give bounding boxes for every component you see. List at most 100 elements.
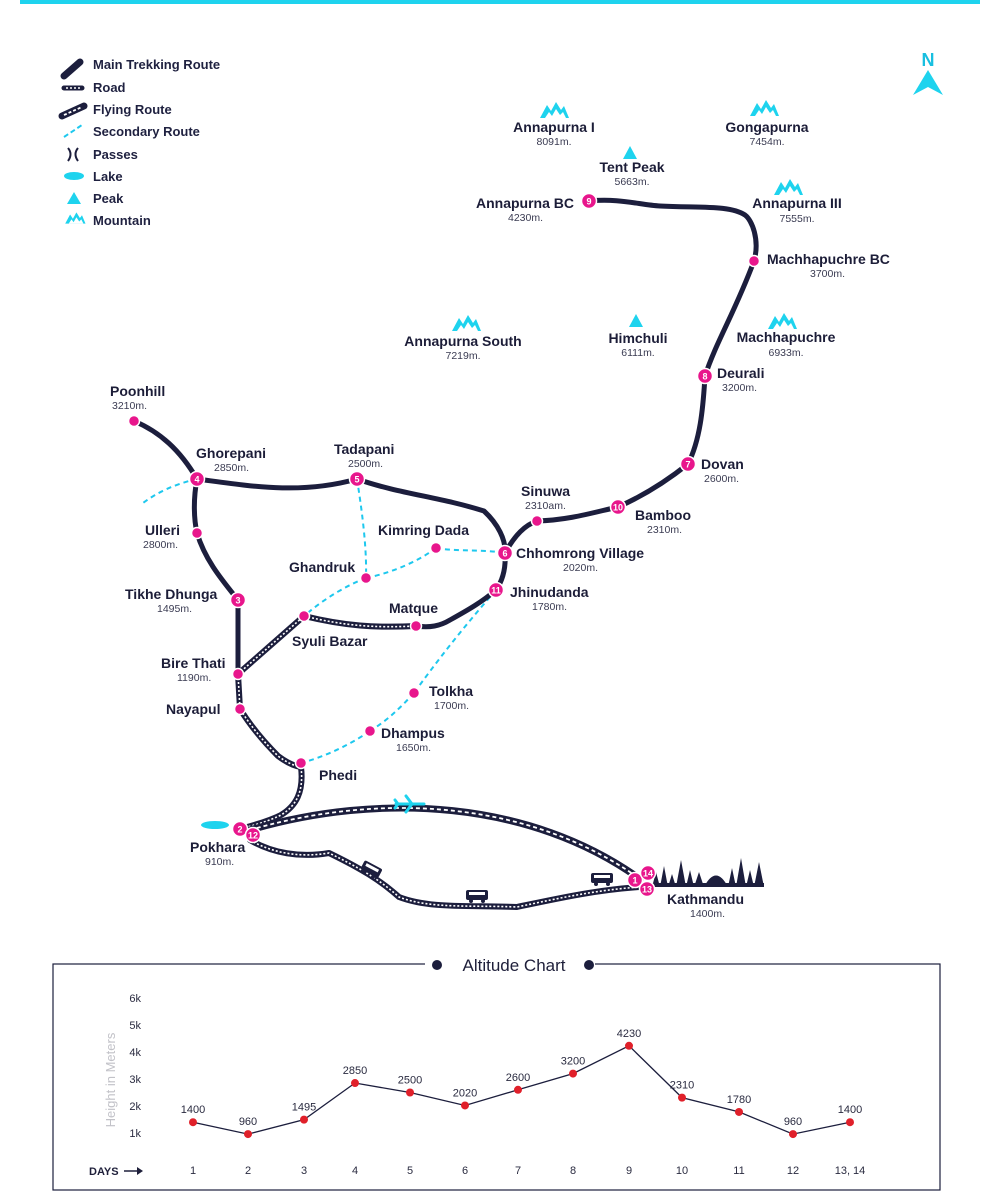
mountain-icon <box>750 100 779 116</box>
place-altitude: 1700m. <box>434 700 469 712</box>
altitude-data-label: 1400 <box>838 1104 862 1116</box>
mountain-icon <box>452 315 481 331</box>
stop-nayapul <box>233 702 247 716</box>
legend-item-mountain: Mountain <box>65 212 151 228</box>
place-label-nayapul: Nayapul <box>166 701 220 717</box>
altitude-point <box>406 1088 414 1097</box>
day-number: 14 <box>643 869 653 879</box>
place-altitude: 2310m. <box>647 524 682 536</box>
place-label-ulleri: Ulleri <box>145 522 180 538</box>
day-marker-jhinudanda: 11 <box>487 581 505 599</box>
dot-icon <box>584 960 594 970</box>
day-number: 7 <box>685 460 690 470</box>
place-label-bire-thati: Bire Thati <box>161 655 226 671</box>
altitude-point <box>789 1130 797 1139</box>
place-label-dhampus: Dhampus <box>381 725 445 741</box>
legend-item-secondary-route: Secondary Route <box>63 124 200 139</box>
mountain-icon <box>774 179 803 195</box>
y-tick-label: 4k <box>129 1047 141 1059</box>
stop-kimring-dada <box>429 541 443 555</box>
day-number: 8 <box>702 372 707 382</box>
y-tick-label: 2k <box>129 1101 141 1113</box>
top-accent-bar <box>20 0 980 4</box>
stop-matque <box>409 619 423 633</box>
chart-frame <box>52 963 941 1191</box>
place-label-dovan: Dovan <box>701 456 744 472</box>
mountain-annapurna-south: Annapurna South 7219m. <box>404 315 522 362</box>
altitude-data-label: 1495 <box>292 1102 316 1114</box>
stop-sinuwa <box>530 514 544 528</box>
legend-item-road: Road <box>61 80 126 95</box>
mountain-altitude: 8091m. <box>536 136 571 148</box>
altitude-point <box>678 1093 686 1102</box>
day-marker-ghorepani: 4 <box>188 470 206 488</box>
day-number: 11 <box>491 586 501 596</box>
place-label-kathmandu: Kathmandu <box>667 891 744 907</box>
place-label-tikhe-dhunga: Tikhe Dhunga <box>125 586 218 602</box>
place-label-phedi: Phedi <box>319 767 357 783</box>
day-marker-kathmandu-b: 14 <box>639 864 657 882</box>
place-altitude: 2600m. <box>704 473 739 485</box>
x-tick-label: 2 <box>245 1165 251 1177</box>
place-altitude: 2020m. <box>563 562 598 574</box>
mountain-tent-peak: Tent Peak 5663m. <box>599 146 665 188</box>
mountain-icon <box>65 212 86 224</box>
peak-icon <box>629 314 643 327</box>
day-marker-deurali: 8 <box>696 367 714 385</box>
day-number: 5 <box>354 475 359 485</box>
x-tick-label: 8 <box>570 1165 576 1177</box>
arrow-right-icon <box>124 1167 143 1175</box>
altitude-points <box>189 1041 854 1139</box>
altitude-point <box>514 1085 522 1094</box>
chart-title: Altitude Chart <box>463 956 566 975</box>
altitude-data-label: 1780 <box>727 1094 751 1106</box>
airplane-icon <box>393 794 426 814</box>
place-label-sinuwa: Sinuwa <box>521 483 570 499</box>
x-tick-label: 7 <box>515 1165 521 1177</box>
north-arrow-icon <box>913 70 943 95</box>
legend-label: Flying Route <box>93 102 172 117</box>
place-altitude: 2850m. <box>214 462 249 474</box>
altitude-point <box>461 1101 469 1110</box>
altitude-data-label: 2600 <box>506 1072 530 1084</box>
mountain-icon <box>768 313 797 329</box>
legend: Main Trekking Route Road Flying Route Se… <box>58 57 220 228</box>
day-number: 4 <box>194 475 199 485</box>
legend-label: Peak <box>93 191 124 206</box>
altitude-data-label: 4230 <box>617 1028 641 1040</box>
x-tick-label: 10 <box>676 1165 688 1177</box>
stop-tolkha <box>407 686 421 700</box>
day-number: 12 <box>248 831 258 841</box>
stop-phedi <box>294 756 308 770</box>
mountain-name: Annapurna I <box>513 119 595 135</box>
place-label-deurali: Deurali <box>717 365 764 381</box>
day-number: 2 <box>237 825 242 835</box>
altitude-point <box>625 1041 633 1050</box>
x-tick-label: 12 <box>787 1165 799 1177</box>
altitude-point <box>189 1118 197 1127</box>
mountain-name: Gongapurna <box>725 119 808 135</box>
mountain-gongapurna: Gongapurna 7454m. <box>725 100 809 148</box>
x-tick-label: 11 <box>733 1165 744 1177</box>
dot-icon <box>432 960 442 970</box>
day-number: 3 <box>235 596 240 606</box>
place-altitude: 1400m. <box>690 908 725 920</box>
place-altitude: 2800m. <box>143 539 178 551</box>
mountain-altitude: 7454m. <box>749 136 784 148</box>
x-tick-label: 6 <box>462 1165 468 1177</box>
peak-icon <box>623 146 637 159</box>
place-labels: Poonhill 3210m. Ghorepani 2850m. Tadapan… <box>110 195 890 920</box>
mountain-name: Tent Peak <box>599 159 664 175</box>
place-label-tadapani: Tadapani <box>334 441 394 457</box>
legend-label: Lake <box>93 169 123 184</box>
legend-item-main-route: Main Trekking Route <box>60 57 220 80</box>
place-altitude: 1780m. <box>532 601 567 613</box>
place-altitude: 3200m. <box>722 382 757 394</box>
legend-label: Secondary Route <box>93 124 200 139</box>
main-trekking-route <box>131 197 759 677</box>
stop-syuli-bazar <box>297 609 311 623</box>
north-arrow: N <box>913 50 943 95</box>
